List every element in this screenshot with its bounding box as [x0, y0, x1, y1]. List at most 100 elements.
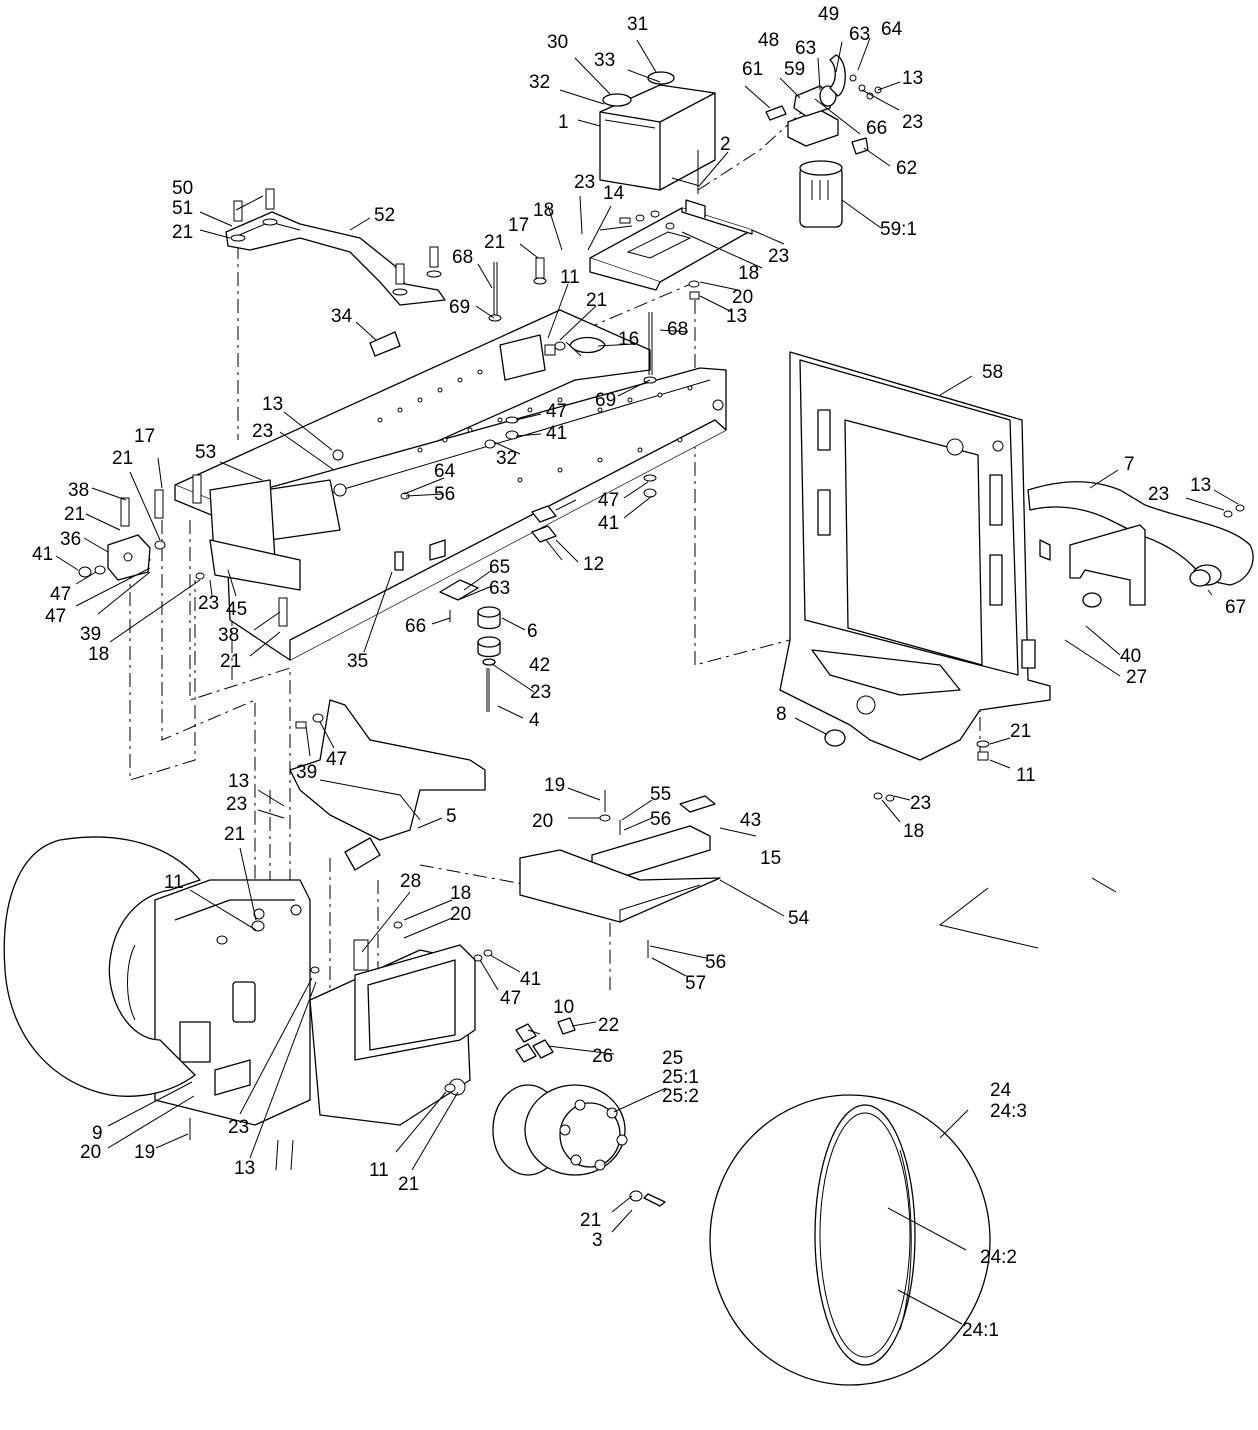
callout-28: 28	[400, 871, 421, 892]
right-tire	[709, 1094, 991, 1386]
battery-hold-down-rod	[671, 150, 701, 194]
callout-21: 21	[220, 651, 241, 672]
decal-34	[369, 331, 401, 357]
callout-47: 47	[50, 584, 71, 605]
callout-23: 23	[902, 112, 923, 133]
callout-63: 63	[795, 38, 816, 59]
callout-13: 13	[1190, 475, 1211, 496]
callout-48: 48	[758, 30, 779, 51]
callout-27: 27	[1126, 667, 1147, 688]
callout-21: 21	[580, 1210, 601, 1231]
callout-2: 2	[720, 134, 731, 155]
callout-16: 16	[618, 329, 639, 350]
callout-23: 23	[252, 421, 273, 442]
left-tire	[3, 836, 201, 1097]
callout-24-1: 24:1	[962, 1320, 999, 1341]
callout-1: 1	[558, 112, 569, 133]
bracket-36	[107, 534, 151, 581]
callout-69: 69	[595, 390, 616, 411]
callout-21: 21	[1010, 721, 1031, 742]
callout-21: 21	[224, 824, 245, 845]
callout-11: 11	[1016, 765, 1036, 786]
callout-58: 58	[982, 362, 1003, 383]
callout-21: 21	[484, 232, 505, 253]
callout-23: 23	[1148, 484, 1169, 505]
callout-47: 47	[598, 490, 619, 511]
callout-59: 59	[784, 59, 805, 80]
callout-30: 30	[547, 32, 568, 53]
callout-18: 18	[88, 644, 109, 665]
transaxle-housing	[154, 879, 476, 1126]
callout-34: 34	[331, 306, 353, 327]
nut-washer-right	[873, 740, 990, 802]
callout-3: 3	[592, 1230, 603, 1251]
callout-56: 56	[650, 809, 671, 830]
callout-64: 64	[434, 461, 456, 482]
callout-50: 50	[172, 178, 193, 199]
callout-15: 15	[760, 848, 781, 869]
callout-18: 18	[533, 200, 554, 221]
callout-38: 38	[68, 480, 89, 501]
top-bracket	[225, 211, 446, 306]
callout-53: 53	[195, 442, 216, 463]
callout-21: 21	[112, 448, 133, 469]
center-plates	[519, 795, 721, 923]
callout-5: 5	[446, 806, 457, 827]
callout-18: 18	[738, 263, 759, 284]
callout-26: 26	[592, 1046, 613, 1067]
seat-plate	[779, 351, 1051, 761]
callout-10: 10	[553, 997, 574, 1018]
callout-66: 66	[866, 118, 887, 139]
callout-24-2: 24:2	[980, 1247, 1017, 1268]
callout-11: 11	[369, 1160, 389, 1181]
callout-13: 13	[228, 771, 249, 792]
callout-23: 23	[198, 593, 219, 614]
callout-39: 39	[80, 624, 101, 645]
callout-45: 45	[226, 599, 247, 620]
callout-7: 7	[1124, 454, 1135, 475]
callout-47: 47	[326, 749, 347, 770]
callout-55: 55	[650, 784, 671, 805]
callout-67: 67	[1225, 597, 1246, 618]
callout-43: 43	[740, 810, 761, 831]
callout-54: 54	[788, 908, 810, 929]
callout-31: 31	[627, 14, 648, 35]
main-frame	[174, 309, 727, 661]
callout-59-1: 59:1	[880, 219, 917, 240]
callout-25: 25	[662, 1048, 683, 1069]
callout-22: 22	[598, 1015, 619, 1036]
callout-8: 8	[776, 704, 787, 725]
callout-24-3: 24:3	[990, 1101, 1027, 1122]
callout-63: 63	[849, 24, 870, 45]
battery-tray	[589, 199, 753, 291]
callout-25-2: 25:2	[662, 1086, 699, 1107]
callout-19: 19	[544, 775, 565, 796]
callout-23: 23	[226, 794, 247, 815]
hydraulic-fittings	[531, 505, 557, 543]
fasteners	[78, 188, 1245, 1171]
callout-41: 41	[598, 513, 619, 534]
callout-21: 21	[398, 1174, 419, 1195]
callout-6: 6	[527, 621, 538, 642]
callout-14: 14	[603, 183, 625, 204]
callout-61: 61	[742, 59, 763, 80]
callout-13: 13	[726, 306, 747, 327]
callout-25-1: 25:1	[662, 1067, 699, 1088]
callout-52: 52	[374, 205, 395, 226]
callout-23: 23	[768, 246, 789, 267]
callout-21: 21	[64, 504, 85, 525]
callout-18: 18	[903, 821, 924, 842]
callout-47: 47	[45, 606, 66, 627]
callout-32: 32	[529, 72, 550, 93]
callout-12: 12	[583, 554, 604, 575]
callout-20: 20	[450, 904, 471, 925]
callout-13: 13	[262, 394, 283, 415]
mount-bracket-5	[289, 699, 486, 871]
callout-36: 36	[60, 529, 81, 550]
leader-lines	[55, 37, 1239, 1325]
callout-19: 19	[134, 1142, 155, 1163]
callout-41: 41	[520, 969, 541, 990]
clip-65	[439, 579, 479, 622]
